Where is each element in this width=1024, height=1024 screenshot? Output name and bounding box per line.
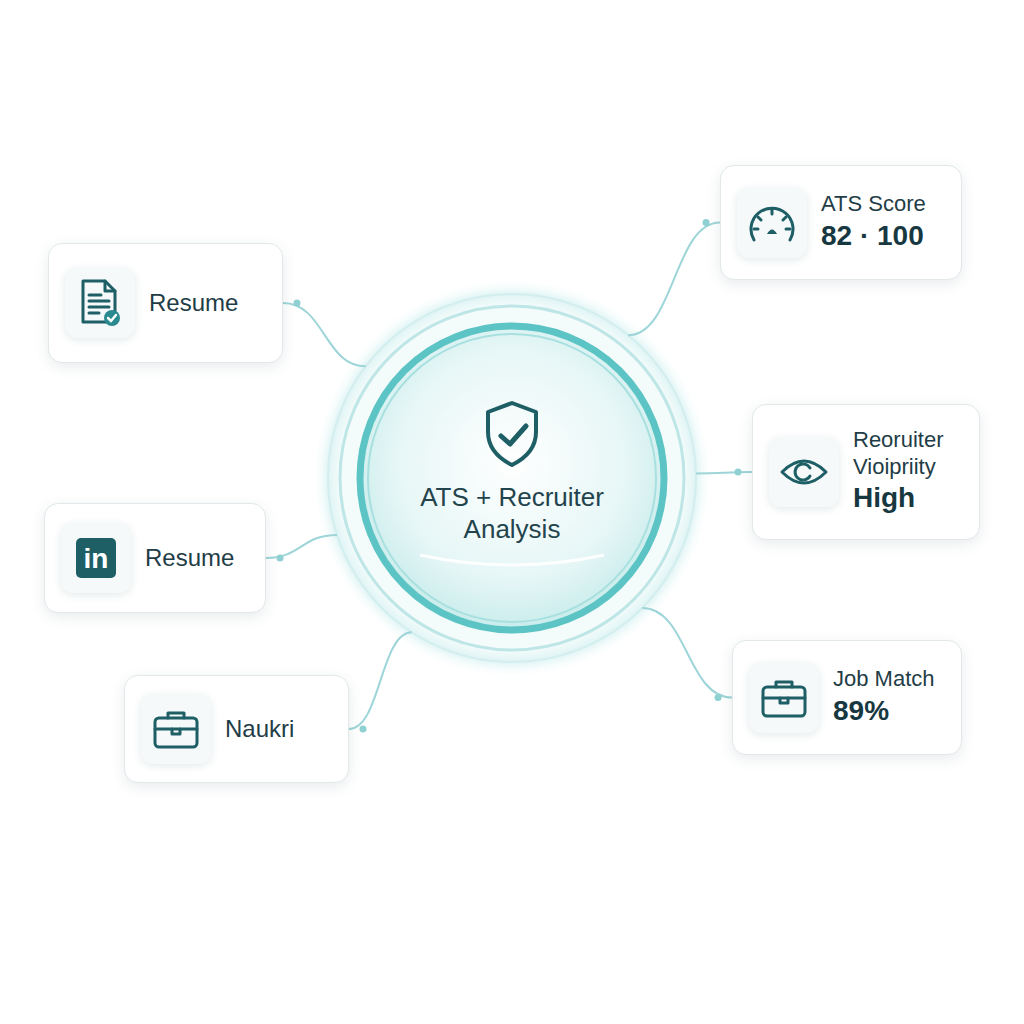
inner-ring: [368, 334, 656, 622]
info-card: Job Match89%: [732, 640, 962, 755]
icon-tile: [769, 437, 839, 507]
eye-icon: [778, 452, 830, 492]
halo: [312, 278, 712, 678]
document-icon: [77, 278, 123, 328]
card-title: Resume: [145, 544, 234, 573]
connector: [628, 223, 720, 336]
info-card: Resume: [48, 243, 283, 363]
connector-dot: [703, 219, 710, 226]
card-title: Job Match: [833, 666, 935, 692]
text-column: Reoruiter VioipriityHigh: [853, 427, 961, 516]
card-title: Naukri: [225, 715, 294, 744]
icon-tile: [141, 694, 211, 764]
icon-tile: in: [61, 523, 131, 593]
connector-dot: [360, 726, 367, 733]
connector-dot: [715, 694, 722, 701]
connector: [283, 303, 366, 366]
briefcase-icon: [759, 676, 809, 720]
connector: [349, 632, 412, 729]
text-column: ATS Score82 · 100: [821, 191, 926, 254]
icon-tile: [749, 663, 819, 733]
icon-tile: [737, 188, 807, 258]
logo-label: in: [76, 538, 116, 578]
metric-value: High: [853, 480, 961, 516]
card-title: Reoruiter Vioipriity: [853, 427, 961, 480]
hub-title: ATS + Recruiter Analysis: [407, 481, 617, 546]
text-column: Resume: [149, 289, 238, 318]
connector-dot: [277, 555, 284, 562]
icon-tile: [65, 268, 135, 338]
info-card: ATS Score82 · 100: [720, 165, 962, 280]
connector: [266, 535, 337, 558]
glass-highlight: [420, 555, 604, 565]
card-title: Resume: [149, 289, 238, 318]
metric-value: 89%: [833, 693, 935, 729]
connector-dot: [735, 469, 742, 476]
connector: [642, 608, 732, 698]
connector-dot: [294, 300, 301, 307]
outer-ring: [328, 294, 696, 662]
card-title: ATS Score: [821, 191, 926, 217]
info-card: Naukri: [124, 675, 349, 783]
shield-icon-holder: [480, 399, 544, 473]
analysis-hub: ATS + Recruiter Analysis: [387, 347, 637, 597]
shield-icon: [480, 399, 544, 469]
text-column: Job Match89%: [833, 666, 935, 729]
middle-ring: [340, 306, 684, 650]
info-card: in Resume: [44, 503, 266, 613]
gauge-icon: [746, 200, 798, 246]
connector: [696, 472, 752, 473]
text-column: Resume: [145, 544, 234, 573]
glass-disc: [360, 326, 664, 630]
info-card: Reoruiter VioipriityHigh: [752, 404, 980, 540]
text-column: Naukri: [225, 715, 294, 744]
metric-value: 82 · 100: [821, 218, 926, 254]
briefcase-icon: [151, 707, 201, 751]
